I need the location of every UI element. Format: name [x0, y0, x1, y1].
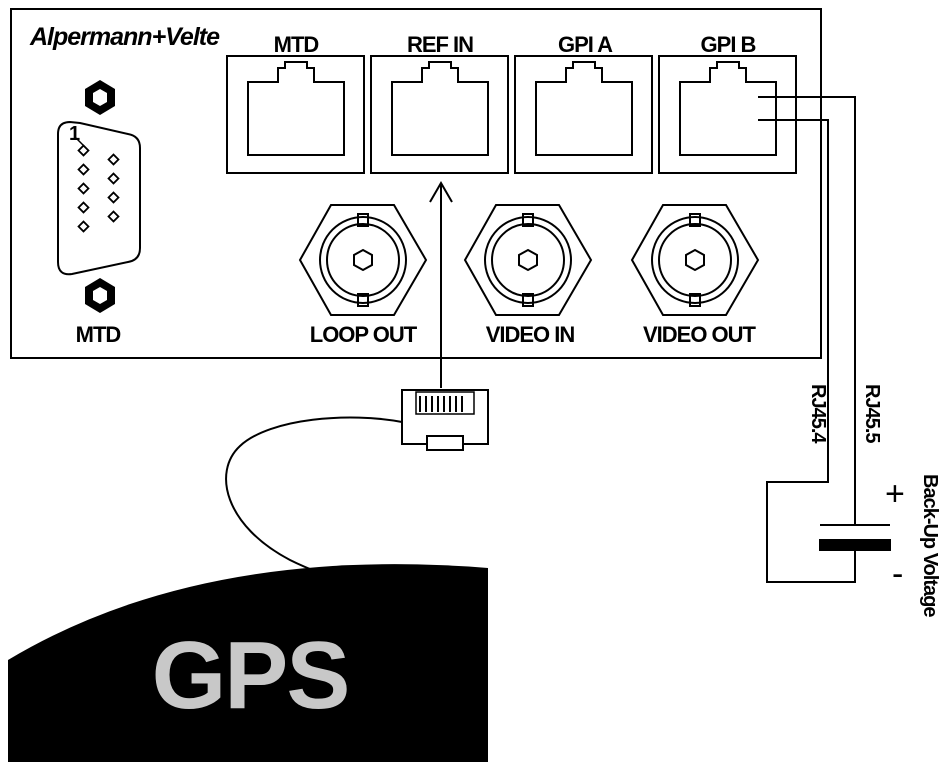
device-panel	[10, 8, 822, 359]
minus-sign: -	[892, 555, 903, 593]
loop-out-label: LOOP OUT	[310, 322, 418, 347]
gps-receiver	[8, 564, 488, 762]
plus-sign: +	[885, 475, 905, 513]
backup-wiring	[758, 96, 891, 583]
sub-d-pins	[77, 144, 120, 233]
ref-in-label: REF IN	[407, 32, 473, 57]
rj45-pin5-label: RJ45.5	[861, 384, 883, 443]
bnc-video-out-icon	[630, 204, 760, 316]
gps-label: GPS	[152, 622, 349, 729]
bnc-video-in-icon	[463, 204, 593, 316]
hex-nut-top-icon	[85, 80, 115, 115]
gpi-a-label: GPI A	[558, 32, 613, 57]
backup-voltage-label: Back-Up Voltage	[919, 474, 941, 617]
rj45-mtd-label: MTD	[274, 32, 319, 57]
pin-1-label: 1	[69, 123, 80, 145]
rj45-socket-gpi-b	[658, 55, 797, 174]
sub-d-shell	[57, 120, 141, 276]
rj45-plug-icon	[401, 389, 489, 451]
video-out-label: VIDEO OUT	[643, 322, 757, 347]
rj45-socket-gpi-a	[514, 55, 653, 174]
rj45-socket-ref-in	[370, 55, 509, 174]
sub-d-connector: 1	[57, 80, 141, 313]
brand-label: Alpermann+Velte	[29, 23, 220, 51]
rj45-socket-mtd	[226, 55, 365, 174]
video-in-label: VIDEO IN	[486, 322, 575, 347]
bnc-loop-out-icon	[298, 204, 428, 316]
rj45-pin4-label: RJ45.4	[807, 384, 829, 444]
ref-in-arrow	[429, 181, 453, 388]
sub-d-mtd-label: MTD	[76, 322, 121, 347]
gpi-b-label: GPI B	[701, 32, 756, 57]
hex-nut-bottom-icon	[85, 278, 115, 313]
